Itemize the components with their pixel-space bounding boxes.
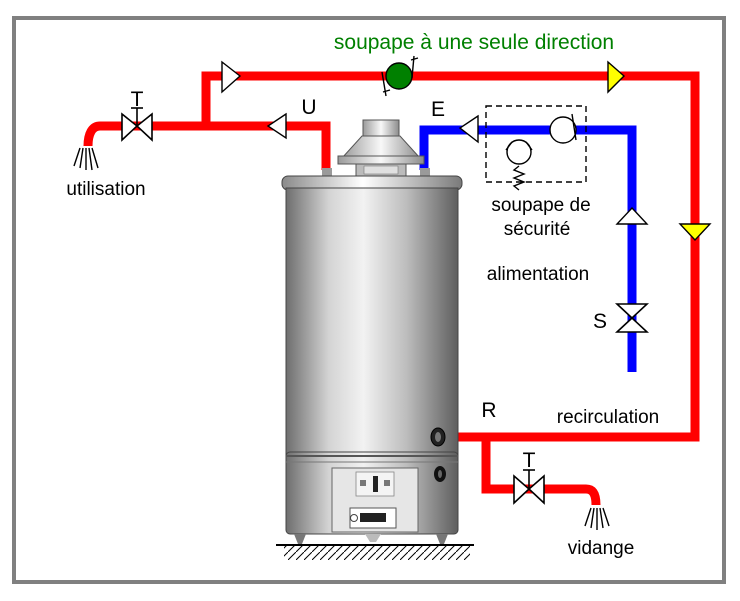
stop-valve-letter: S [593,310,607,333]
tap-valve-drain [513,469,545,505]
supply-label: alimentation [487,264,589,285]
stop-valve-supply [614,303,650,333]
flow-arrows [221,60,712,242]
usage-label: utilisation [66,179,145,200]
flue-hood [340,135,422,159]
tap-usage-letter: T [131,88,144,111]
top-return-loop-pipe [201,71,700,442]
flow-arrow-supply-up [615,206,649,225]
flue-pipe [362,119,400,137]
outlet-letter: U [301,96,316,119]
inlet-letter: E [431,98,445,121]
flow-arrow-inlet [458,114,479,144]
check-valve-label: soupape à une seule direction [334,31,614,54]
drain-label: vidange [568,538,635,559]
safety-valve-box [485,105,587,183]
safety-relief-valve-icon [506,139,532,165]
tap-valve-usage [121,107,153,142]
flow-arrow-usage [266,112,287,140]
tap-drain-letter: T [523,449,536,472]
cold-water-circuit [419,125,637,372]
safety-valve-label-line2: sécurité [504,219,571,240]
recirculation-label: recirculation [557,407,659,428]
water-heater [281,119,463,544]
safety-check-valve-icon [549,116,577,144]
drain-spray-icon [584,507,610,530]
flow-arrow-top-left [221,60,242,94]
safety-valve-label-line1: soupape de [491,195,590,216]
supply-pipe [419,125,637,372]
safety-valve-group [485,105,587,191]
check-valve [381,55,419,97]
flow-arrow-top-right [607,60,626,94]
tank-body [285,187,459,457]
usage-spray-icon [73,147,99,171]
diagram-frame [12,16,726,584]
return-letter: R [481,399,496,422]
safety-spring-icon [512,165,526,191]
flow-arrow-right-down [678,223,712,242]
drain-pipe [481,437,601,506]
ground [276,544,474,560]
